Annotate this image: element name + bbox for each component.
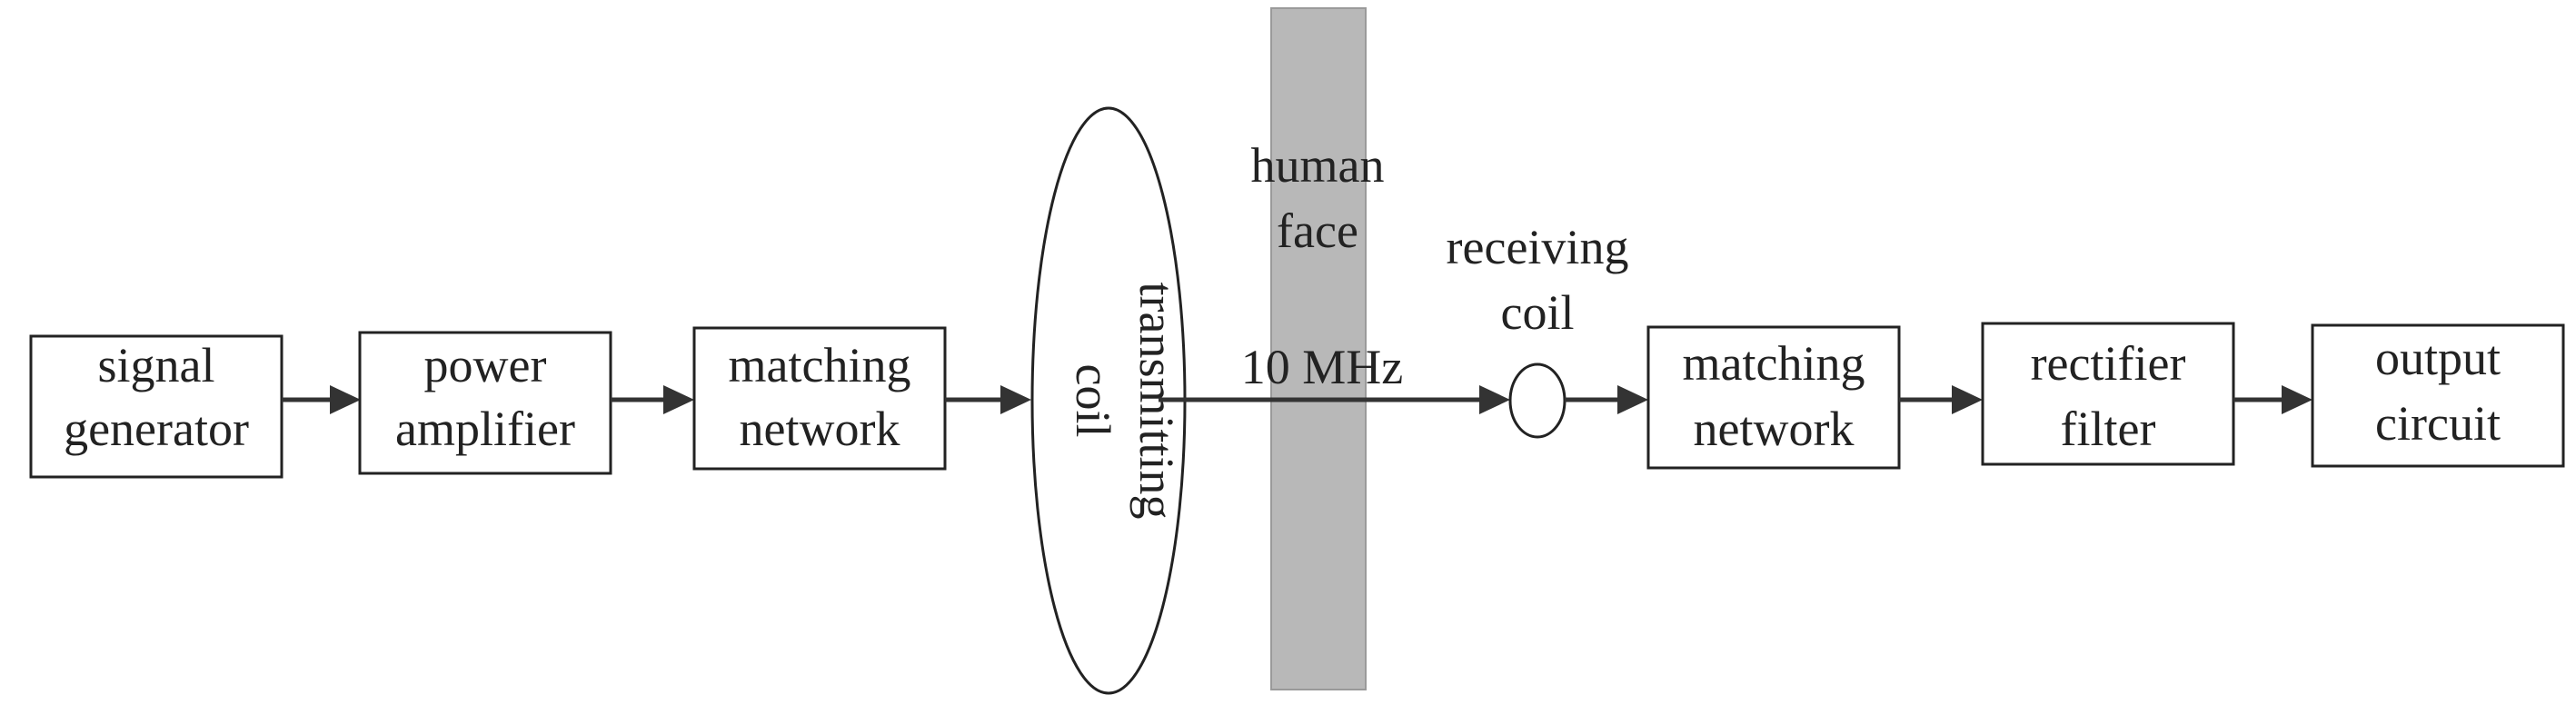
matching-network-tx-label-line2: network [740,402,900,456]
receiving-coil: receiving coil [1447,220,1629,439]
receiving-coil-label-line1: receiving [1447,220,1629,274]
power-amplifier-label-line2: amplifier [395,402,575,456]
arrow-rx-coil-to-matching [1565,385,1648,414]
output-circuit-label-line2: circuit [2375,396,2501,451]
signal-generator-label-line2: generator [64,402,249,456]
human-face-barrier [1270,7,1367,690]
matching-network-rx-label-line1: matching [1683,336,1865,391]
wireless-link-arrow [1159,385,1510,414]
signal-generator-block: signal generator [29,334,283,479]
transmitting-coil-label-line2: coil [1066,364,1120,438]
power-amplifier-block: power amplifier [358,331,612,475]
signal-generator-label-line1: signal [98,338,215,392]
arrow-amplifier-to-matching [611,385,694,414]
frequency-label: 10 MHz [1241,340,1403,394]
output-circuit-block: output circuit [2311,323,2565,468]
power-amplifier-label-line1: power [424,338,547,392]
arrow-matching-to-tx-coil [945,385,1031,414]
matching-network-rx-block: matching network [1646,325,1901,470]
arrow-rectifier-to-output [2233,385,2312,414]
rectifier-filter-block: rectifier filter [1981,322,2235,466]
output-circuit-label-line1: output [2375,331,2501,385]
matching-network-tx-label-line1: matching [729,338,911,392]
arrow-signal-to-amplifier [282,385,361,414]
rectifier-filter-label-line1: rectifier [2031,336,2186,391]
rectifier-filter-label-line2: filter [2061,402,2156,456]
arrow-matching-to-rectifier [1899,385,1983,414]
receiving-coil-label-line2: coil [1501,285,1575,340]
human-face-label-line2: face [1277,204,1358,258]
matching-network-tx-block: matching network [692,326,947,471]
human-face-label-line1: human [1251,138,1385,193]
matching-network-rx-label-line2: network [1694,402,1855,456]
